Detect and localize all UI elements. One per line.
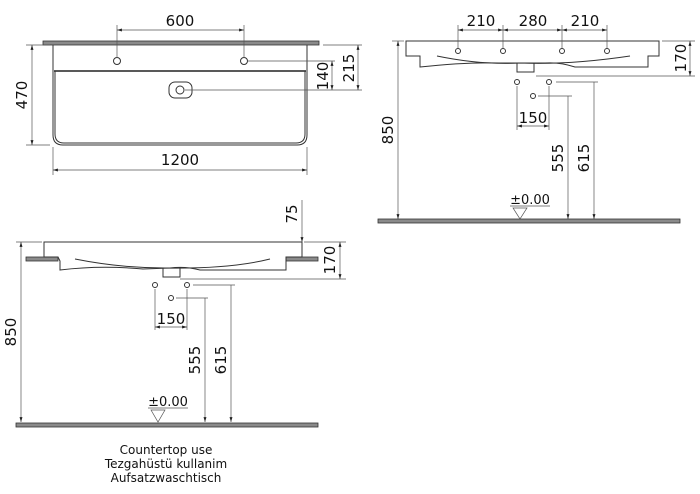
basin-outline [52,45,308,146]
dim-470: 470 [13,81,31,110]
waste-hole-left [514,79,520,85]
dim-1200: 1200 [161,151,199,169]
tap-hole-right [240,57,248,65]
dim-615-right: 615 [575,144,593,173]
dim-75: 75 [283,204,301,223]
dim-600: 600 [166,12,195,30]
drain-trap [516,62,535,73]
countertop-left [25,256,59,262]
dim-850-left: 850 [2,318,20,347]
wall-hung-view: 210 280 210 170 850 150 555 615 ±0.00 [377,12,695,224]
floor-line-left [15,422,319,428]
dim-170-right: 170 [672,44,690,73]
usage-notes: Countertop use Tezgahüstü kullanim Aufsa… [104,443,227,485]
waste-hole-right [546,79,552,85]
dim-210-right: 210 [571,12,600,30]
dim-150-right: 150 [519,109,548,127]
note-german: Aufsatzwaschtisch [111,471,222,485]
dim-850-right: 850 [379,116,397,145]
note-english: Countertop use [120,443,213,457]
dim-215: 215 [340,54,358,83]
dim-150-left: 150 [157,310,186,328]
countertop-view: 75 170 850 150 555 615 ±0.00 [2,200,346,428]
countertop-slab [42,40,320,46]
floor-level-right: ±0.00 [510,193,550,208]
waste-hole-center [530,93,536,99]
floor-line-right [377,218,681,224]
countertop-right [285,256,319,262]
dim-170-left: 170 [321,246,339,275]
dim-555-left: 555 [186,346,204,375]
note-turkish: Tezgahüstü kullanim [104,457,227,471]
basin-counter-outline [43,241,303,271]
dim-140: 140 [314,62,332,91]
floor-level-left: ±0.00 [148,395,188,410]
dim-615-left: 615 [212,346,230,375]
tap-hole-left [113,57,121,65]
dim-555-right: 555 [549,144,567,173]
top-view: 600 470 1200 140 215 [13,12,362,175]
dim-210-left: 210 [467,12,496,30]
drain-trap-counter [162,267,181,278]
dim-280: 280 [519,12,548,30]
